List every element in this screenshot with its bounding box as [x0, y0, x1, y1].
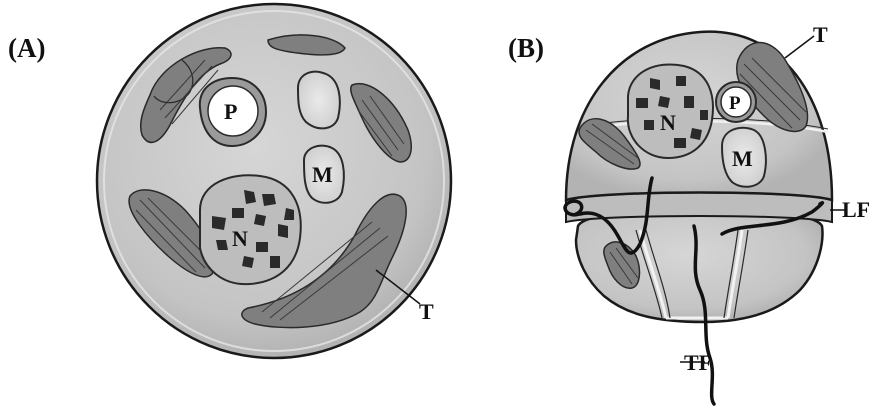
panel-a: (A) P [8, 4, 451, 358]
longitudinal-flagellum-label: LF [842, 197, 870, 222]
nucleus-b-label: N [660, 110, 676, 135]
thylakoid-a-label: T [419, 299, 434, 324]
pyrenoid-b-label: P [729, 93, 741, 114]
pyrenoid-b: P [716, 82, 756, 122]
mitochondrion-b: M [722, 128, 766, 187]
nucleus-a: N [200, 175, 301, 284]
transverse-flagellum-label: TF [684, 350, 712, 375]
mitochondrion-b-label: M [732, 146, 753, 171]
mitochondrion-a-lower: M [304, 146, 344, 203]
mitochondrion-a-upper [298, 72, 340, 129]
nucleus-a-label: N [232, 226, 248, 251]
nucleus-b: N [628, 64, 713, 158]
panel-b-label: (B) [508, 33, 544, 63]
panel-a-label: (A) [8, 33, 45, 63]
panel-b: (B) [508, 22, 870, 404]
pyrenoid-a-label: P [224, 99, 237, 124]
thylakoid-b-leader [785, 36, 814, 58]
pyrenoid-a: P [200, 78, 266, 146]
thylakoid-b-label: T [813, 22, 828, 47]
mitochondrion-a-label: M [312, 162, 333, 187]
